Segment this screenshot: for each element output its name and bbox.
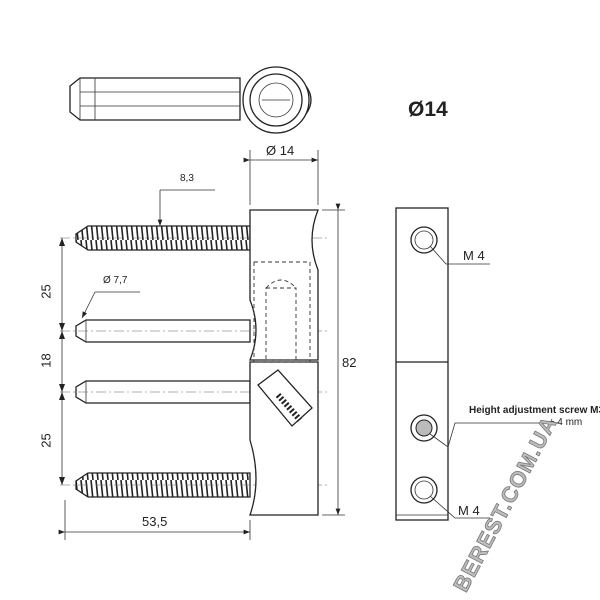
spacing-middle-dimension: 18 <box>38 353 54 368</box>
spacing-bottom-dimension: 25 <box>38 433 54 448</box>
side-view <box>395 207 560 521</box>
front-view <box>58 150 345 540</box>
height-adjustment-range: ± 4 mm <box>549 417 583 428</box>
head-diameter-dimension: Ø 14 <box>266 143 295 158</box>
top-view <box>69 66 312 134</box>
spacing-top-dimension: 25 <box>38 284 54 299</box>
total-length-dimension: 53,5 <box>142 514 168 529</box>
thread-pitch-dimension: 8,3 <box>180 173 194 184</box>
pin-diameter-dimension: Ø 7,7 <box>103 275 128 286</box>
top-view-diameter-label: Ø14 <box>408 98 448 121</box>
total-height-dimension: 82 <box>342 355 357 370</box>
top-hole-label: M 4 <box>463 248 485 263</box>
height-adjustment-label: Height adjustment screw M3 <box>469 405 600 416</box>
bottom-hole-label: M 4 <box>458 503 480 518</box>
